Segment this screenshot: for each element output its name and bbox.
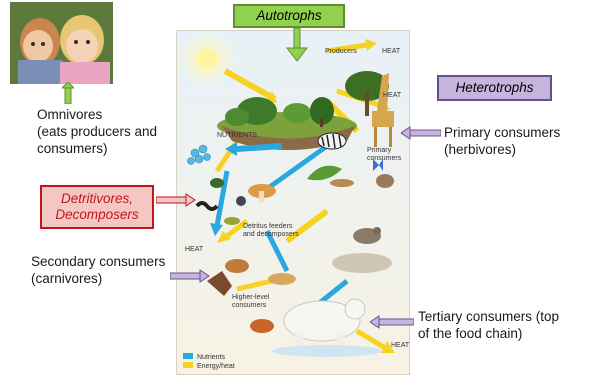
tertiary-line1: Tertiary consumers (top	[418, 308, 559, 325]
tertiary-text: Tertiary consumers (top of the food chai…	[418, 308, 559, 342]
fig-heat-label-2: HEAT	[383, 92, 402, 99]
primary-line1: Primary consumers	[444, 124, 560, 141]
omnivores-arrow	[62, 82, 74, 104]
omnivores-text: Omnivores (eats producers and consumers)	[37, 106, 157, 157]
fig-heat-label-4: HEAT	[391, 342, 409, 349]
omnivores-line1: Omnivores	[37, 106, 157, 123]
legend-energy: Energy/heat	[197, 363, 235, 370]
fig-primary-label-1: Primary	[367, 147, 392, 154]
autotrophs-label: Autotrophs	[256, 8, 321, 24]
secondary-line2: (carnivores)	[31, 270, 165, 287]
fig-primary-label-2: consumers	[367, 155, 402, 162]
fig-higher-label-1: Higher-level	[232, 294, 270, 301]
fig-heat-label-3: HEAT	[185, 246, 204, 253]
tertiary-line2: of the food chain)	[418, 325, 559, 342]
fig-nutrients-label: NUTRIENTS	[217, 132, 257, 139]
primary-text: Primary consumers (herbivores)	[444, 124, 560, 158]
fig-heat-label-1: HEAT	[382, 48, 401, 55]
fig-higher-label-2: consumers	[232, 302, 267, 309]
detritivores-line2: Decomposers	[55, 207, 138, 223]
tertiary-arrow	[370, 314, 414, 330]
omnivores-line2: (eats producers and	[37, 123, 157, 140]
detritivores-line1: Detritivores,	[61, 191, 133, 207]
omnivores-line3: consumers)	[37, 140, 157, 157]
secondary-text: Secondary consumers (carnivores)	[31, 253, 165, 287]
secondary-line1: Secondary consumers	[31, 253, 165, 270]
fig-detritus-label-1: Detritus feeders	[243, 223, 293, 230]
fig-detritus-label-2: and decomposers	[243, 231, 299, 238]
primary-arrow	[401, 125, 441, 141]
detritivores-arrow	[156, 192, 196, 208]
detritivores-box: Detritivores, Decomposers	[40, 185, 154, 229]
heterotrophs-box: Heterotrophs	[437, 75, 552, 101]
legend-nutrients: Nutrients	[197, 354, 226, 361]
autotrophs-arrow	[286, 28, 308, 62]
fig-producers-label: Producers	[325, 48, 357, 55]
secondary-arrow	[170, 268, 210, 284]
autotrophs-box: Autotrophs	[233, 4, 345, 28]
heterotrophs-label: Heterotrophs	[455, 80, 533, 96]
primary-line2: (herbivores)	[444, 141, 560, 158]
children-photo	[10, 2, 113, 84]
